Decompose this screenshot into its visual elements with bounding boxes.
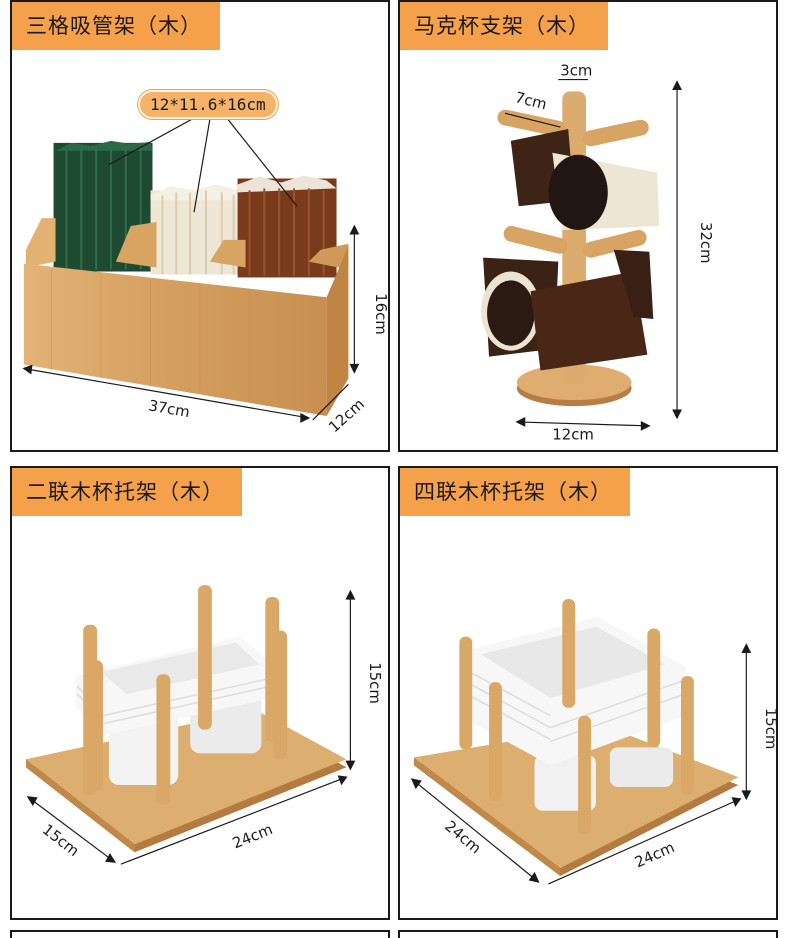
dimension-lines: [22, 224, 360, 423]
height-label: 15cm: [762, 708, 776, 749]
depth-label: 15cm: [39, 821, 82, 860]
callout-lines: [108, 118, 298, 213]
size-pill: 12*11.6*16cm: [138, 90, 278, 119]
two-cup-dimensions: [26, 589, 356, 865]
mug-tree-photo: 3cm 7cm 32cm 12cm: [481, 63, 714, 444]
wooden-dowels: [459, 599, 694, 835]
two-cup-holder-photo: 15cm 15cm 24cm: [25, 585, 383, 865]
four-cup-dimensions: [410, 643, 752, 885]
base-label: 12cm: [552, 427, 593, 444]
mug-tree-dimensions: [504, 78, 682, 431]
panel-title: 二联木杯托架（木）: [12, 468, 242, 516]
rod-diameter-label: 3cm: [560, 63, 592, 80]
panel-two-cup-holder: 15cm 15cm 24cm 二联木杯托架（木）: [10, 466, 390, 920]
height-label: 16cm: [372, 293, 388, 334]
wooden-dowels: [83, 585, 288, 805]
next-panel-edge-left: [10, 930, 390, 938]
four-cup-holder-photo: 15cm 24cm 24cm: [410, 599, 776, 885]
panel-title: 马克杯支架（木）: [400, 2, 608, 50]
mugs: [481, 129, 660, 371]
panel-four-cup-holder: 15cm 24cm 24cm 四联木杯托架（木）: [398, 466, 778, 920]
width-label: 24cm: [230, 821, 275, 852]
arm-length-label: 7cm: [513, 89, 548, 113]
mug-tree-arms: [497, 109, 649, 258]
wooden-box: [23, 218, 349, 416]
tree-height-label: 32cm: [697, 222, 714, 263]
depth-label: 24cm: [441, 818, 484, 858]
width-label: 37cm: [147, 397, 191, 421]
green-straws: [53, 140, 153, 272]
panel-title: 三格吸管架（木）: [12, 2, 220, 50]
white-cup-trays: [75, 636, 272, 786]
panel-mug-tree: 3cm 7cm 32cm 12cm 马克杯支架（木）: [398, 0, 778, 452]
panel-title: 四联木杯托架（木）: [400, 468, 630, 516]
height-label: 15cm: [366, 662, 383, 703]
straw-holder-photo: 37cm 16cm 12cm: [22, 118, 388, 436]
panel-straw-holder: 37cm 16cm 12cm 三格吸管架（木） 12*11.6*16cm: [10, 0, 390, 452]
next-panel-edge-right: [398, 930, 778, 938]
